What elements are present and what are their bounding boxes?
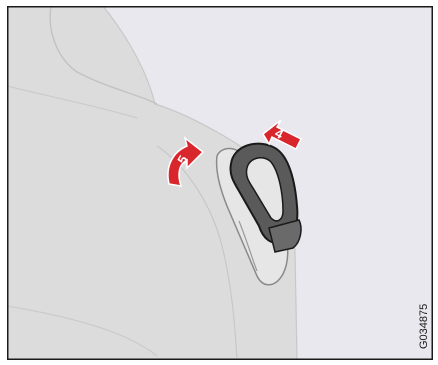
figure-code: G034875 [418,304,430,349]
seat-illustration-svg: 4 5 G034875 [7,6,433,360]
seat-illustration: 4 5 G034875 [7,6,433,360]
